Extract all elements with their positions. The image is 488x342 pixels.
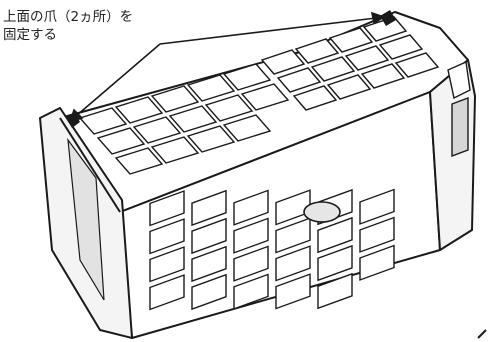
front-filter-grid [149,188,395,311]
callout-line-2: 固定する [3,27,57,43]
top-filter-grid [78,16,440,175]
callout-arrows [68,11,386,124]
corner-mark [477,329,487,339]
left-wall-shade [67,137,105,301]
callout-text: 上面の爪（2ヵ所）を 固定する [3,8,133,44]
center-knob [303,201,341,223]
side-latch [447,60,471,158]
callout-line-1: 上面の爪（2ヵ所）を [3,9,134,25]
